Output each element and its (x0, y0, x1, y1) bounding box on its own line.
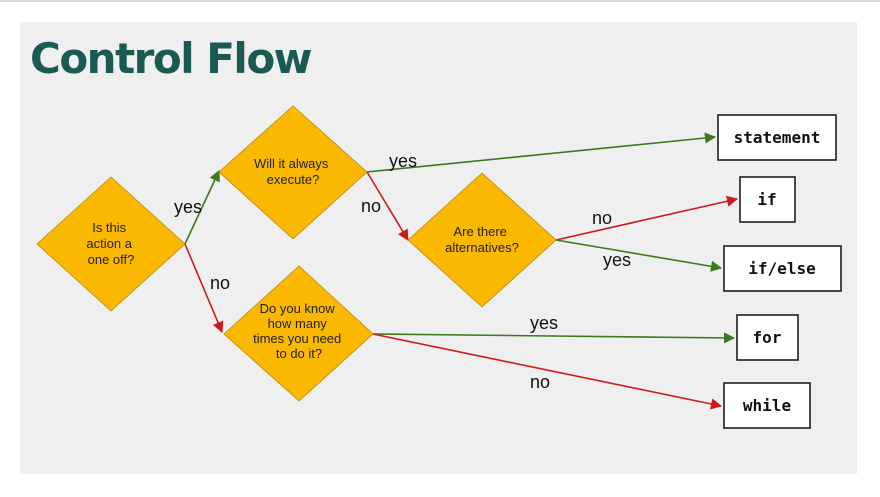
decision-text: Do you know how many times you need to d… (253, 301, 345, 361)
outcome-if: if (739, 176, 796, 223)
outcome-label: for (753, 328, 782, 347)
outcome-while: while (723, 382, 811, 429)
decision-alternatives: Are there alternatives? (407, 172, 557, 308)
top-divider (0, 0, 880, 2)
decision-text: Are there alternatives? (445, 224, 519, 255)
decision-text: Will it always execute? (254, 156, 332, 187)
edge-know-times-no: no (372, 333, 723, 410)
outcome-for: for (736, 314, 799, 361)
edge-label-yes: yes (174, 197, 202, 217)
edge-label-yes: yes (530, 313, 558, 333)
edge-always-execute-no: no (361, 171, 409, 241)
edge-label-no: no (210, 273, 230, 293)
edge-one-off-no: no (184, 243, 230, 334)
decision-know-times: Do you know how many times you need to d… (223, 265, 374, 402)
edge-label-no: no (530, 372, 550, 392)
edge-alternatives-yes: yes (555, 239, 723, 272)
outcome-if-else: if/else (723, 245, 842, 292)
outcome-label: while (743, 396, 791, 415)
edge-one-off-yes: yes (174, 169, 220, 245)
outcome-label: statement (734, 128, 821, 147)
edge-label-yes: yes (603, 250, 631, 270)
edge-label-yes: yes (389, 151, 417, 171)
edge-always-execute-yes: yes (366, 132, 717, 173)
slide-title: Control Flow (30, 34, 312, 83)
edge-label-no: no (592, 208, 612, 228)
edge-alternatives-no: no (555, 195, 739, 241)
edge-know-times-yes: yes (372, 313, 736, 344)
outcome-label: if/else (748, 259, 815, 278)
decision-one-off: Is this action a one off? (36, 176, 186, 312)
decision-always-execute: Will it always execute? (218, 105, 368, 240)
outcome-statement: statement (717, 114, 837, 161)
edge-label-no: no (361, 196, 381, 216)
decision-text: Is this action a one off? (86, 220, 135, 267)
outcome-label: if (757, 190, 776, 209)
